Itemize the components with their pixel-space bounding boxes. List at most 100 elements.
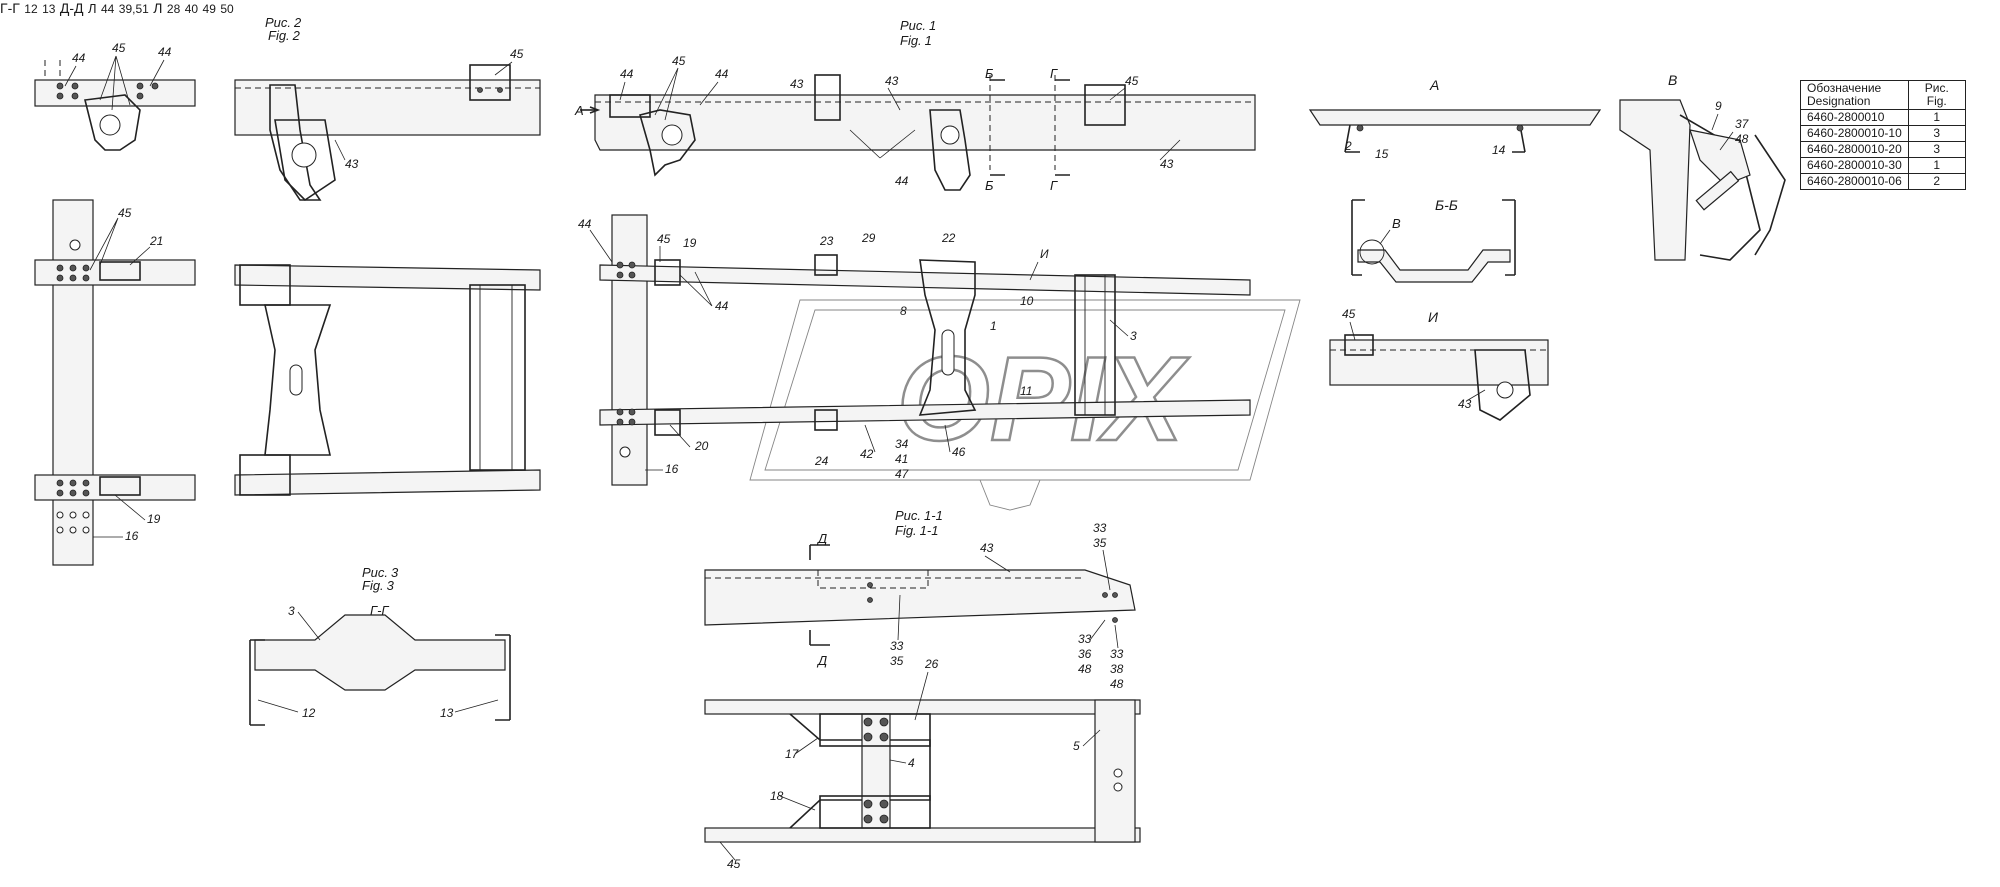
callout: 22 bbox=[941, 231, 956, 245]
fig2-top-detail: 44 45 44 bbox=[34, 41, 196, 151]
callout: 12 bbox=[24, 2, 38, 16]
callout: 43 bbox=[885, 74, 899, 88]
svg-text:А: А bbox=[574, 103, 584, 118]
callout: 44 bbox=[72, 51, 86, 65]
watermark-text: OPIX bbox=[897, 332, 1191, 466]
callout: 48 bbox=[1735, 132, 1749, 146]
callout: 44 bbox=[895, 174, 909, 188]
callout: 12 bbox=[302, 706, 316, 720]
table-header-row: Обозначение Designation Рис. Fig. bbox=[1800, 80, 1966, 110]
callout: 17 bbox=[785, 747, 800, 761]
fig1-1-title: Рис.1-1 Fig.1-1 bbox=[895, 508, 943, 538]
callout: 44 bbox=[158, 45, 172, 59]
svg-text:Fig.3: Fig.3 bbox=[362, 578, 395, 593]
svg-text:Г: Г bbox=[1050, 178, 1058, 193]
callout: 16 bbox=[665, 462, 679, 476]
section-BB: Б-Б В bbox=[1351, 197, 1516, 283]
callout: 3 bbox=[288, 604, 295, 618]
callout: 45 bbox=[112, 41, 126, 55]
callout: 36 bbox=[1078, 647, 1092, 661]
callout: 33 bbox=[1078, 632, 1092, 646]
callout: 14 bbox=[1492, 143, 1506, 157]
callout: 43 bbox=[1458, 397, 1472, 411]
svg-text:Г: Г bbox=[1050, 66, 1058, 81]
svg-text:Рис.1: Рис.1 bbox=[900, 18, 936, 33]
callout: 20 bbox=[694, 439, 709, 453]
section-GG-right: Г-Г 12 13 bbox=[0, 0, 56, 16]
fig3-title: Рис.3 Fig.3 Г-Г bbox=[362, 565, 399, 618]
callout: 34 bbox=[895, 437, 909, 451]
callout: 50 bbox=[220, 2, 234, 16]
callout: 10 bbox=[1020, 294, 1034, 308]
svg-text:Б-Б: Б-Б bbox=[1435, 197, 1458, 213]
callout: 49 bbox=[202, 2, 216, 16]
callout: 40 bbox=[184, 2, 199, 16]
svg-text:Рис.3: Рис.3 bbox=[362, 565, 399, 580]
callout: 19 bbox=[147, 512, 161, 526]
section-DD: Д-Д Л 44 39,51 bbox=[59, 0, 149, 16]
callout: 43 bbox=[980, 541, 994, 555]
callout: 44 bbox=[100, 2, 115, 16]
callout: 13 bbox=[440, 706, 454, 720]
view-A: А 2 15 14 bbox=[1308, 77, 1602, 161]
callout: 44 bbox=[715, 299, 729, 313]
svg-text:Рис.1-1: Рис.1-1 bbox=[895, 508, 943, 523]
callout: 45 bbox=[657, 232, 671, 246]
callout: 3 bbox=[1130, 329, 1137, 343]
svg-text:В: В bbox=[1668, 72, 1677, 88]
svg-text:Б: Б bbox=[985, 66, 994, 81]
callout: 19 bbox=[683, 236, 697, 250]
svg-text:И: И bbox=[1428, 309, 1439, 325]
view-L: Л 28 40 49 50 bbox=[153, 0, 234, 16]
callout: 48 bbox=[1110, 677, 1124, 691]
callout: 43 bbox=[790, 77, 804, 91]
svg-text:Б: Б bbox=[985, 178, 994, 193]
specification-table: Обозначение Designation Рис. Fig. 6460-2… bbox=[1800, 80, 1966, 190]
callout: 37 bbox=[1735, 117, 1750, 131]
callout: 43 bbox=[1160, 157, 1174, 171]
callout: 1 bbox=[990, 319, 997, 333]
callout: 45 bbox=[727, 857, 741, 871]
callout: 33 bbox=[1093, 521, 1107, 535]
fig2-title: Рис.2 Fig.2 bbox=[265, 15, 302, 43]
view-V: В 9 37 48 bbox=[1619, 72, 1786, 261]
callout: 39,51 bbox=[118, 2, 149, 16]
callout: 21 bbox=[149, 234, 163, 248]
callout: 2 bbox=[1344, 139, 1352, 153]
callout: И bbox=[1040, 247, 1049, 261]
fig1-1-plan-view: 26 17 4 5 18 45 bbox=[704, 657, 1141, 871]
callout: 35 bbox=[1093, 536, 1107, 550]
callout: 29 bbox=[861, 231, 876, 245]
header-fig: Рис. Fig. bbox=[1907, 80, 1966, 110]
callout: 24 bbox=[814, 454, 829, 468]
callout: 8 bbox=[900, 304, 907, 318]
callout: 13 bbox=[42, 2, 56, 16]
svg-text:Рис.2: Рис.2 bbox=[265, 15, 302, 30]
callout: 5 bbox=[1073, 739, 1080, 753]
callout: 45 bbox=[1342, 307, 1356, 321]
callout: 42 bbox=[860, 447, 874, 461]
callout: 33 bbox=[890, 639, 904, 653]
callout: 44 bbox=[715, 67, 729, 81]
callout: 35 bbox=[890, 654, 904, 668]
leader-L: Л bbox=[87, 1, 97, 16]
fig2-frame-plan bbox=[234, 264, 541, 496]
leader-B: В bbox=[1392, 216, 1401, 231]
callout: 23 bbox=[819, 234, 834, 248]
fig1-title: Рис.1 Fig.1 bbox=[900, 18, 936, 48]
callout: 18 bbox=[770, 789, 784, 803]
svg-text:Fig.1: Fig.1 bbox=[900, 33, 932, 48]
svg-text:Д: Д bbox=[816, 531, 827, 546]
fig2-plan-view: 45 21 19 16 bbox=[34, 199, 196, 566]
callout: 9 bbox=[1715, 99, 1722, 113]
callout: 47 bbox=[895, 467, 910, 481]
view-I: И 45 43 bbox=[1329, 307, 1549, 421]
callout: 11 bbox=[1020, 384, 1032, 398]
svg-text:Г-Г: Г-Г bbox=[370, 603, 389, 618]
svg-text:Д: Д bbox=[816, 653, 827, 668]
fig1-1-side-view: Д Д 43 33 35 33 35 33 36 48 33 38 48 bbox=[704, 521, 1136, 691]
